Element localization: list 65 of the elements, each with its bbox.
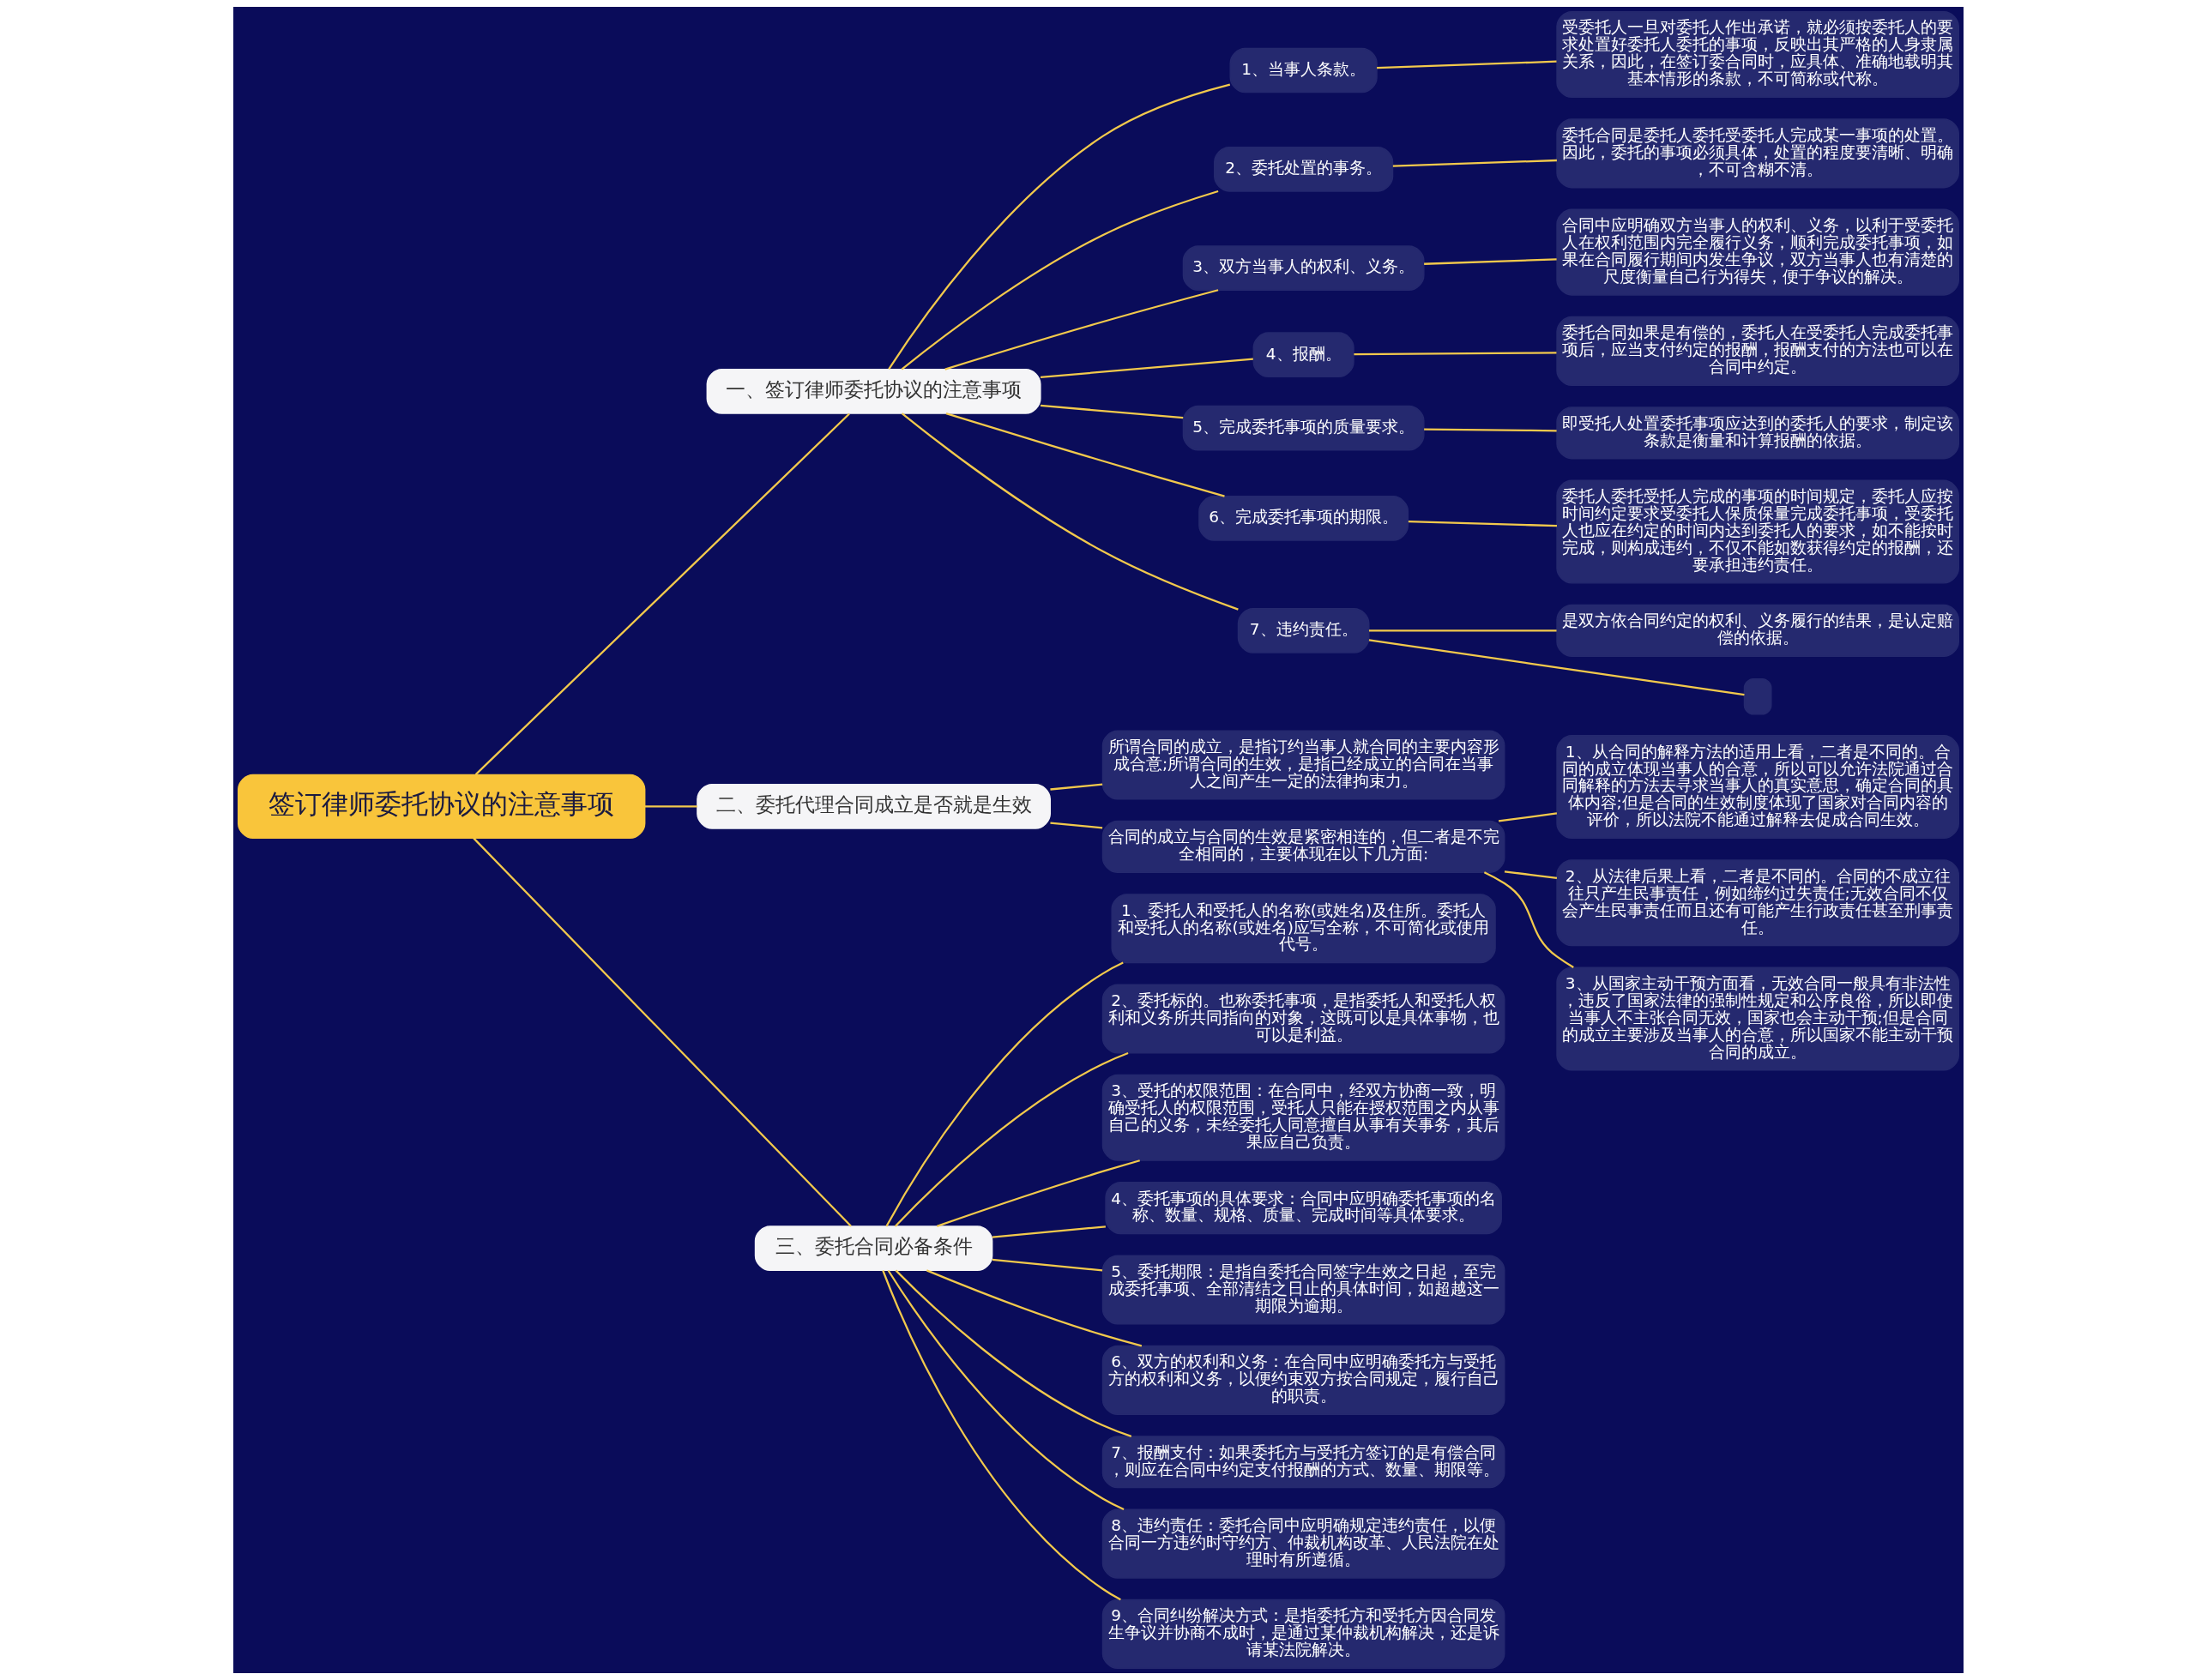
- node-box: 一、签订律师委托协议的注意事项: [706, 369, 1041, 414]
- node-box: 6、双方的权利和义务：在合同中应明确委托方与受托方的权利和义务，以便约束双方按合同规定，履行自己的职责。: [1101, 1345, 1505, 1415]
- connector: [1040, 358, 1253, 378]
- node-box: 委托人委托受托人完成的事项的时间规定，委托人应按时间约定要求受委托人保质保量完成委托事项，受委托人也应在约定的时间内达到委托人的要求，如不能按时完成，则构成违约，不仅不能如数获得约定的报酬，还要承担违约责任。: [1555, 479, 1959, 584]
- node-box: 受委托人一旦对委托人作出承诺，就必须按委托人的要求处置好委托人委托的事项，反映出其严格的人身隶属关系，因此，在签订委合同时，应具体、准确地载明其基本情形的条款，不可简称或代称。: [1555, 11, 1959, 99]
- connector: [1392, 159, 1557, 167]
- connector: [1049, 783, 1102, 791]
- node-box: 2、委托处置的事务。: [1213, 147, 1393, 192]
- node-box: 7、违约责任。: [1237, 608, 1369, 653]
- node-box: 1、当事人条款。: [1229, 47, 1378, 93]
- connector: [992, 1225, 1106, 1238]
- node-box: 3、受托的权限范围：在合同中，经双方协商一致，明确受托人的权限范围，受托人只能在授权范围之内从事自己的义务，未经委托人同意擅自从事有关事务，其后果应自己负责。: [1101, 1074, 1505, 1161]
- connector: [644, 805, 697, 808]
- connector: [944, 289, 1218, 370]
- node-box: 2、委托标的。也称委托事项，是指委托人和受托人权利和义务所共同指向的对象，这既可以是具体事物，也可以是利益。: [1101, 984, 1505, 1054]
- connector: [1498, 812, 1557, 822]
- node-box: [1743, 677, 1771, 715]
- connector: [887, 83, 1230, 370]
- connector: [926, 1269, 1142, 1347]
- node-box: 2、从法律后果上看，二者是不同的。合同的不成立往往只产生民事责任，例如缔约过失责任;无效合同不仅会产生民事责任而且还有可能产生行政责任甚至刑事责任。: [1555, 859, 1959, 947]
- node-box: 合同中应明确双方当事人的权利、义务，以利于受委托人在权利范围内完全履行义务，顺利完成委托事项，如果在合同履行期间内发生争议，双方当事人也有清楚的尺度衡量自己行为得失，便于争议的解决。: [1555, 208, 1959, 296]
- connector: [1376, 60, 1557, 69]
- node-box: 5、委托期限：是指自委托合同签字生效之日起，至完成委托事项、全部清结之日止的具体时间，如超越这一期限为逾期。: [1101, 1255, 1505, 1325]
- connector: [887, 1269, 1125, 1511]
- connector: [1353, 352, 1556, 356]
- node-box: 签订律师委托协议的注意事项: [237, 774, 645, 840]
- connector: [1040, 404, 1183, 419]
- connector: [472, 837, 852, 1227]
- node-box: 是双方依合同约定的权利、义务履行的结果，是认定赔偿的依据。: [1555, 604, 1959, 657]
- connector: [992, 1258, 1102, 1272]
- node-box: 3、双方当事人的权利、义务。: [1182, 245, 1425, 291]
- node-box: 4、委托事项的具体要求：合同中应明确委托事项的名称、数量、规格、质量、完成时间等具体要求。: [1104, 1182, 1502, 1235]
- connector: [945, 412, 1225, 497]
- node-box: 三、委托合同必备条件: [754, 1225, 992, 1271]
- node-box: 6、完成委托事项的期限。: [1198, 496, 1409, 541]
- connector: [894, 1051, 1128, 1227]
- connector: [1423, 258, 1557, 265]
- connector: [936, 1159, 1140, 1227]
- node-box: 所谓合同的成立，是指订约当事人就合同的主要内容形成合意;所谓合同的生效，是指已经成立的合同在当事人之间产生一定的法律拘束力。: [1101, 730, 1505, 800]
- node-box: 8、违约责任：委托合同中应明确规定违约责任，以便合同一方违约时守约方、仲裁机构改革、人民法院在处理时有所遵循。: [1101, 1508, 1505, 1579]
- connector: [474, 412, 850, 775]
- connector: [1504, 870, 1557, 879]
- connector: [1423, 428, 1557, 432]
- connector: [1368, 639, 1745, 696]
- connector: [1368, 629, 1557, 632]
- connector: [1049, 822, 1102, 829]
- node-box: 合同的成立与合同的生效是紧密相连的，但二者是不完全相同的，主要体现在以下几方面:: [1101, 820, 1505, 873]
- node-box: 5、完成委托事项的质量要求。: [1182, 405, 1425, 451]
- connector: [1483, 871, 1574, 968]
- node-box: 9、合同纠纷解决方式：是指委托方和受托方因合同发生争议并协商不成时，是通过某仲裁机构解决，还是诉请某法院解决。: [1101, 1599, 1505, 1669]
- node-box: 1、从合同的解释方法的适用上看，二者是不同的。合同的成立体现当事人的合意，所以可以允许法院通过合同解释的方法去寻求当事人的真实意思，确定合同的具体内容;但是合同的生效制度体现了国家对合同内容的评价，所以法院不能通过解释去促成合同生效。: [1555, 735, 1959, 840]
- node-box: 二、委托代理合同成立是否就是生效: [696, 784, 1051, 829]
- connector: [1408, 520, 1557, 527]
- node-box: 1、委托人和受托人的名称(或姓名)及住所。委托人和受托人的名称(或姓名)应写全称，不可简化或使用代号。: [1110, 894, 1496, 964]
- node-box: 3、从国家主动干预方面看，无效合同一般具有非法性，违反了国家法律的强制性规定和公序良俗，所以即使当事人不主张合同无效，国家也会主动干预;但是合同的成立主要涉及当事人的合意，所以国家不能主动干预合同的成立。: [1555, 966, 1959, 1071]
- node-box: 即受托人处置委托事项应达到的委托人的要求，制定该条款是衡量和计算报酬的依据。: [1555, 406, 1959, 460]
- connector: [881, 1270, 1121, 1601]
- node-box: 委托合同如果是有偿的，委托人在受委托人完成委托事项后，应当支付约定的报酬，报酬支付的方法也可以在合同中约定。: [1555, 316, 1959, 386]
- connector: [901, 190, 1218, 370]
- connector: [901, 412, 1239, 611]
- connector: [884, 961, 1124, 1227]
- node-box: 7、报酬支付：如果委托方与受托方签订的是有偿合同，则应在合同中约定支付报酬的方式、数量、期限等。: [1101, 1436, 1505, 1489]
- node-box: 委托合同是委托人委托受委托人完成某一事项的处置。因此，委托的事项必须具体，处置的程度要清晰、明确，不可含糊不清。: [1555, 118, 1959, 189]
- connector: [895, 1269, 1131, 1437]
- node-box: 4、报酬。: [1252, 332, 1354, 377]
